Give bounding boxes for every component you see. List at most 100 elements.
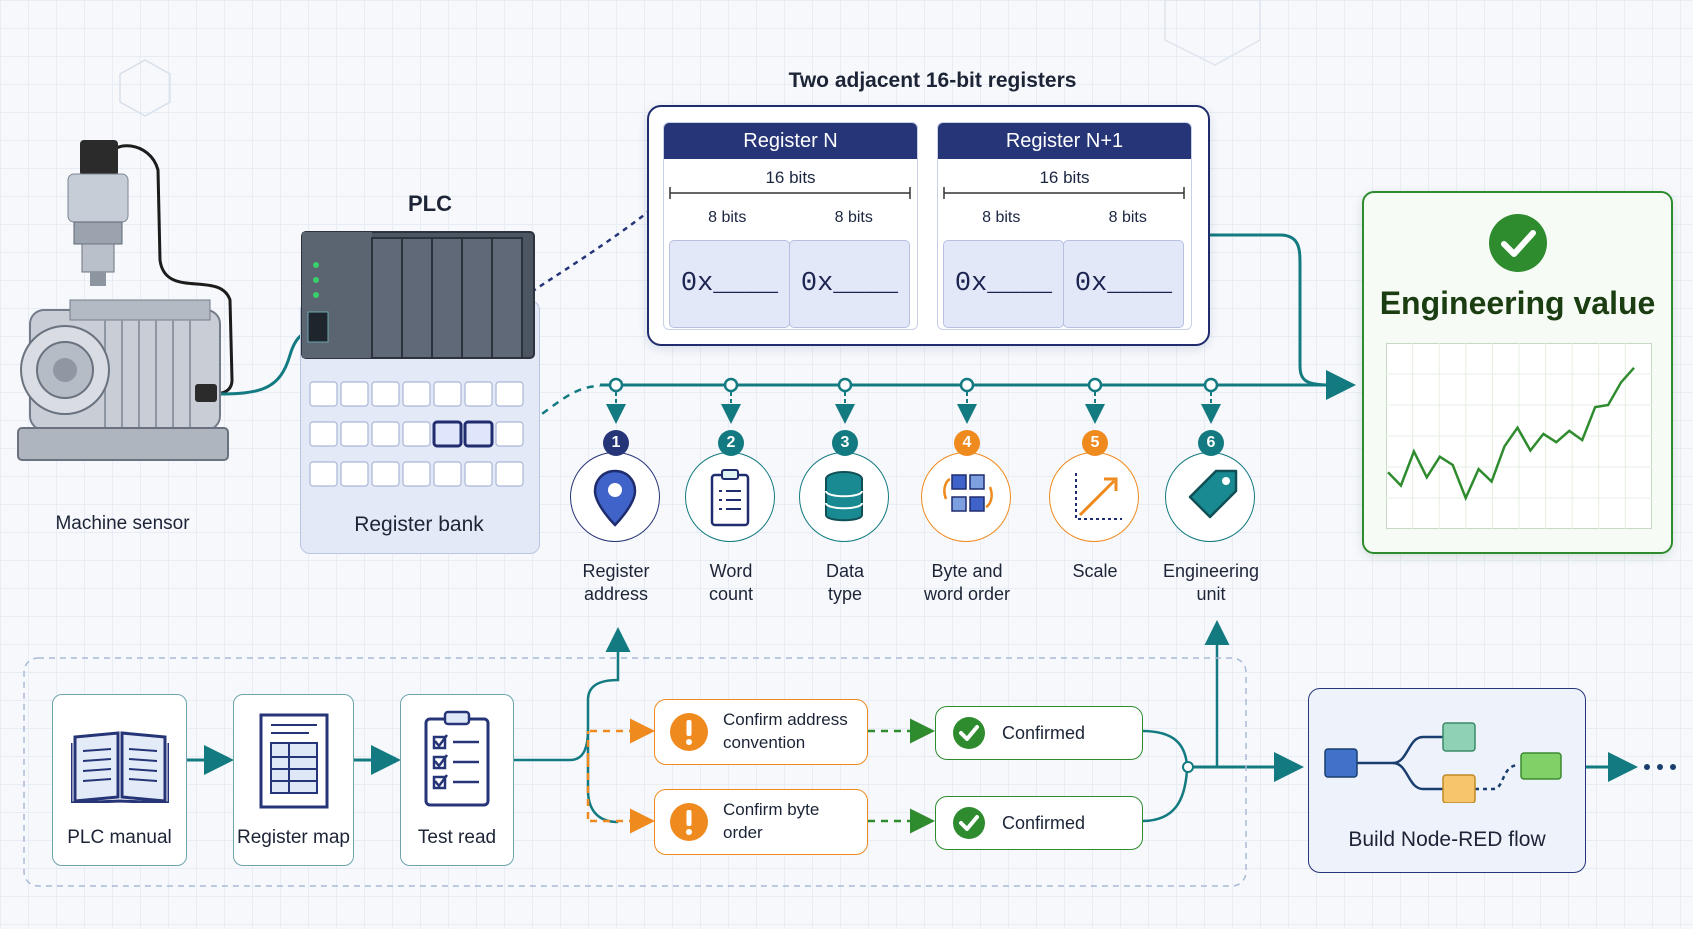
- register-cell-selected: [432, 420, 463, 448]
- confirmed-address-pill: Confirmed: [935, 706, 1143, 760]
- step-3-badge: 3: [832, 430, 858, 456]
- registers-heading: Two adjacent 16-bit registers: [788, 69, 1077, 92]
- confirm-byte-order-pill[interactable]: Confirm byte order: [654, 789, 868, 855]
- register-cell: [340, 421, 369, 447]
- step-1-circle[interactable]: [570, 452, 660, 542]
- step-node-2: [723, 377, 739, 393]
- step-2-circle[interactable]: [685, 452, 775, 542]
- register-n-bracket: [669, 187, 911, 199]
- checklist-icon: [424, 710, 490, 807]
- step-6-label: Engineering unit: [1162, 561, 1260, 604]
- register-n1-bits-total: 16 bits: [1039, 168, 1090, 187]
- register-cell: [495, 461, 524, 487]
- database-icon: [820, 467, 876, 534]
- step-3-circle[interactable]: [799, 452, 889, 542]
- confirmed-address-label: Confirmed: [1002, 723, 1086, 743]
- open-book-icon: [71, 731, 169, 803]
- registers-panel: Register N 16 bits 8 bits 8 bits 0x____ …: [647, 105, 1210, 346]
- step-4-badge: 4: [954, 430, 980, 456]
- plc-manual-card[interactable]: PLC manual: [52, 694, 187, 866]
- register-cell: [371, 381, 400, 407]
- tag-icon: [1186, 467, 1242, 534]
- step-3-label: Data type: [825, 561, 865, 604]
- register-n: Register N 16 bits 8 bits 8 bits 0x____ …: [663, 122, 918, 330]
- test-read-card[interactable]: Test read: [400, 694, 514, 866]
- step-node-1: [608, 377, 624, 393]
- confirm-byte-order-label: Confirm byte order: [723, 800, 820, 842]
- register-cell: [402, 461, 431, 487]
- register-n-hex-low: 0x____: [789, 240, 910, 328]
- register-n-bits-left: 8 bits: [708, 209, 747, 226]
- register-cell: [402, 381, 431, 407]
- step-node-6: [1203, 377, 1219, 393]
- register-n-title: Register N: [664, 123, 917, 159]
- step-5-badge: 5: [1082, 430, 1108, 456]
- table-document-icon: [259, 713, 329, 809]
- step-6-circle[interactable]: [1165, 452, 1255, 542]
- plc-manual-label: PLC manual: [67, 827, 172, 848]
- register-n1-hex-low: 0x____: [1063, 240, 1184, 328]
- step-1-label: Register address: [582, 561, 650, 604]
- register-n1-bracket: [943, 187, 1185, 199]
- register-cell: [433, 461, 462, 487]
- register-n1-bits-left: 8 bits: [982, 209, 1021, 226]
- step-6-badge: 6: [1198, 430, 1224, 456]
- machine-sensor-label: Machine sensor: [55, 513, 190, 534]
- register-map-label: Register map: [237, 827, 350, 848]
- register-cell: [495, 381, 524, 407]
- step-4-circle[interactable]: [921, 452, 1011, 542]
- register-n1-hex-high: 0x____: [943, 240, 1064, 328]
- check-circle-icon: [1489, 214, 1547, 272]
- step-1-badge: 1: [603, 430, 629, 456]
- register-cell: [340, 381, 369, 407]
- register-cell: [402, 421, 431, 447]
- check-circle-icon: [953, 807, 985, 839]
- clipboard-list-icon: [706, 467, 762, 534]
- register-cell: [464, 461, 493, 487]
- register-cell: [371, 461, 400, 487]
- register-cell: [309, 381, 338, 407]
- register-map-card[interactable]: Register map: [233, 694, 354, 866]
- test-read-label: Test read: [417, 827, 497, 848]
- plc-device-graphic: [301, 231, 535, 359]
- register-bank-label: Register bank: [354, 513, 484, 536]
- swap-blocks-icon: [942, 467, 998, 534]
- step-node-5: [1087, 377, 1103, 393]
- register-n-hex-high: 0x____: [669, 240, 790, 328]
- warning-icon: [670, 803, 708, 841]
- register-cell: [309, 421, 338, 447]
- register-cell: [371, 421, 400, 447]
- register-cell-selected: [463, 420, 494, 448]
- map-pin-icon: [591, 467, 647, 534]
- flow-nodes-icon: [1324, 722, 1562, 803]
- register-cell: [495, 421, 524, 447]
- confirm-address-pill[interactable]: Confirm address convention: [654, 699, 868, 765]
- plc-label: PLC: [408, 191, 452, 216]
- engineering-value-panel: Engineering value: [1362, 191, 1673, 554]
- step-5-circle[interactable]: [1049, 452, 1139, 542]
- step-node-4: [959, 377, 975, 393]
- step-5-label: Scale: [1072, 561, 1118, 581]
- step-2-badge: 2: [718, 430, 744, 456]
- confirmed-byte-order-pill: Confirmed: [935, 796, 1143, 850]
- register-n-bits-total: 16 bits: [765, 168, 816, 187]
- step-node-3: [837, 377, 853, 393]
- step-2-label: Word count: [708, 561, 754, 604]
- machine-sensor-graphic: [17, 140, 229, 461]
- scale-arrow-icon: [1070, 467, 1126, 534]
- register-cell: [340, 461, 369, 487]
- register-n1-title: Register N+1: [938, 123, 1191, 159]
- confirm-address-label: Confirm address convention: [723, 710, 848, 752]
- register-n-bits-right: 8 bits: [834, 209, 873, 226]
- register-cell: [433, 381, 462, 407]
- step-4-label: Byte and word order: [923, 561, 1011, 604]
- engineering-value-title: Engineering value: [1379, 285, 1656, 321]
- register-n1-bits-right: 8 bits: [1108, 209, 1147, 226]
- build-node-red-label: Build Node-RED flow: [1348, 828, 1546, 851]
- build-node-red-card[interactable]: Build Node-RED flow: [1308, 688, 1586, 873]
- register-n-plus-1: Register N+1 16 bits 8 bits 8 bits 0x___…: [937, 122, 1192, 330]
- confirmed-byte-order-label: Confirmed: [1002, 813, 1086, 833]
- register-bank-grid: [309, 381, 524, 487]
- register-cell: [464, 381, 493, 407]
